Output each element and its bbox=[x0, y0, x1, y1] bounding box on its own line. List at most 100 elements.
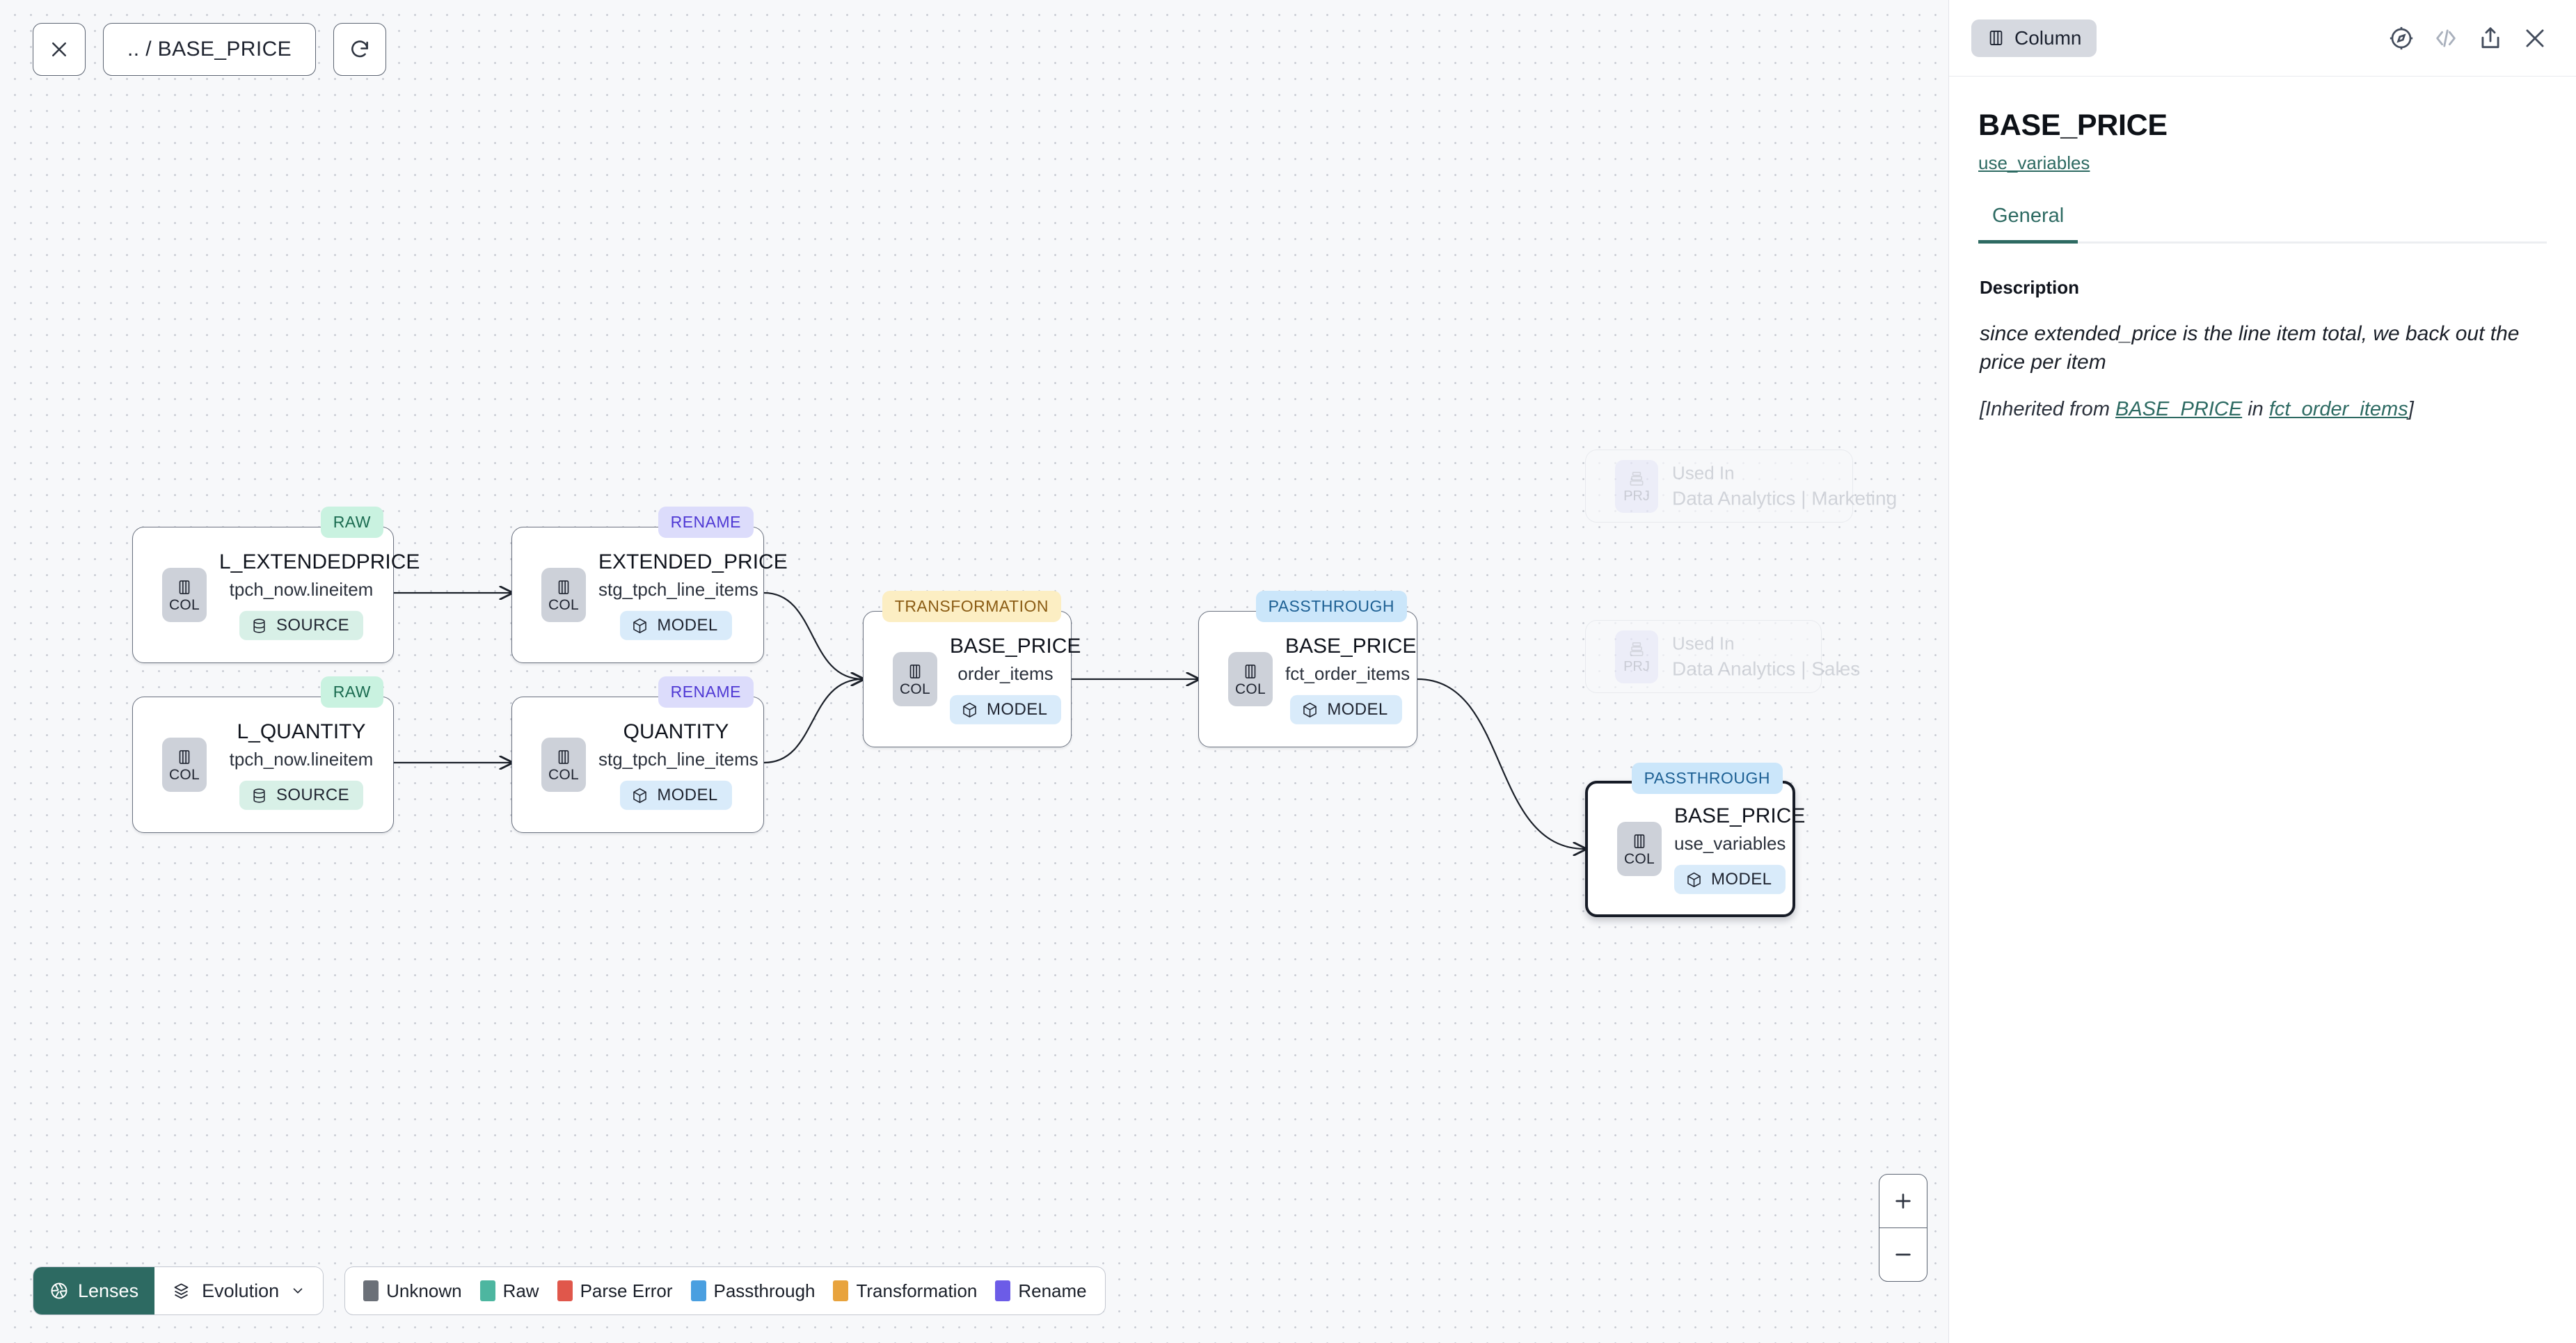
cube-icon bbox=[963, 702, 976, 717]
legend-item-passthrough[interactable]: Passthrough bbox=[690, 1280, 815, 1302]
entity-type-label: Column bbox=[2014, 26, 2082, 49]
zoom-in-button[interactable] bbox=[1879, 1175, 1927, 1227]
node-tag-base_price_fct_order_items: PASSTHROUGH bbox=[1255, 591, 1407, 622]
page-title: BASE_PRICE bbox=[1978, 109, 2168, 142]
refresh-button[interactable] bbox=[333, 23, 387, 76]
legend-label: Rename bbox=[1018, 1280, 1087, 1301]
share-icon[interactable] bbox=[2477, 25, 2504, 51]
project-icon bbox=[1630, 642, 1644, 656]
legend-label: Transformation bbox=[856, 1280, 978, 1301]
inherited-column-link[interactable]: BASE_PRICE bbox=[2115, 397, 2243, 420]
col-badge: COL bbox=[541, 738, 586, 792]
legend-item-parse-error[interactable]: Parse Error bbox=[557, 1280, 673, 1302]
close-icon[interactable] bbox=[2522, 25, 2548, 51]
col-badge: COL bbox=[1617, 822, 1662, 876]
col-badge-label: COL bbox=[1623, 850, 1655, 867]
legend-label: Parse Error bbox=[580, 1280, 673, 1301]
lenses-button[interactable]: Lenses bbox=[33, 1267, 155, 1314]
code-icon[interactable] bbox=[2433, 25, 2459, 51]
compass-icon[interactable] bbox=[2388, 25, 2415, 51]
legend-swatch bbox=[690, 1280, 706, 1301]
node-kind-wrap: SOURCE bbox=[219, 602, 383, 641]
node-tag-base_price_order_items: TRANSFORMATION bbox=[882, 591, 1061, 622]
prj-badge: PRJ bbox=[1615, 459, 1658, 513]
column-icon bbox=[558, 580, 569, 594]
ghost-node-caption: Used In bbox=[1672, 462, 1735, 484]
layers-icon bbox=[174, 1282, 189, 1298]
node-tag-extended_price: RENAME bbox=[658, 507, 754, 538]
entity-type-chip[interactable]: Column bbox=[1971, 19, 2097, 57]
node-title: L_EXTENDEDPRICE bbox=[219, 550, 420, 573]
breadcrumb[interactable]: .. / BASE_PRICE bbox=[103, 23, 317, 76]
inherited-model-link[interactable]: fct_order_items bbox=[2268, 397, 2408, 420]
node-title: BASE_PRICE bbox=[1674, 804, 1806, 827]
column-icon bbox=[179, 749, 190, 764]
node-kind-wrap: SOURCE bbox=[219, 772, 383, 811]
legend-item-raw[interactable]: Raw bbox=[479, 1280, 539, 1302]
inherited-middle: in bbox=[2242, 397, 2269, 420]
node-title: EXTENDED_PRICE bbox=[598, 550, 788, 573]
parent-model-link-wrap: use_variables bbox=[1949, 143, 2576, 174]
inherited-suffix: ] bbox=[2408, 397, 2414, 420]
node-kind-badge: MODEL bbox=[620, 611, 732, 641]
legend-item-transformation[interactable]: Transformation bbox=[833, 1280, 977, 1302]
legend-swatch bbox=[557, 1280, 573, 1301]
node-kind-badge: SOURCE bbox=[239, 781, 364, 811]
legend-label: Unknown bbox=[386, 1280, 462, 1301]
tab-general[interactable]: General bbox=[1978, 205, 2078, 244]
node-tag-l_quantity: RAW bbox=[320, 676, 383, 708]
col-badge: COL bbox=[162, 738, 207, 792]
node-title: BASE_PRICE bbox=[1285, 634, 1417, 658]
description-section: Description since extended_price is the … bbox=[1949, 244, 2576, 423]
legend-item-unknown[interactable]: Unknown bbox=[363, 1280, 462, 1302]
legend-swatch bbox=[833, 1280, 849, 1301]
node-subtitle: tpch_now.lineitem bbox=[229, 749, 374, 770]
parent-model-link[interactable]: use_variables bbox=[1978, 152, 2090, 173]
evolution-dropdown[interactable]: Evolution bbox=[154, 1267, 324, 1314]
node-kind-badge: MODEL bbox=[950, 695, 1062, 725]
column-icon bbox=[179, 580, 190, 594]
node-title: L_QUANTITY bbox=[237, 720, 366, 743]
col-badge-label: COL bbox=[1234, 681, 1266, 697]
chevron-down-icon bbox=[293, 1288, 303, 1294]
description-label: Description bbox=[1980, 277, 2080, 298]
zoom-controls bbox=[1879, 1174, 1927, 1282]
panel-header: Column bbox=[1949, 0, 2576, 77]
node-kind-label: MODEL bbox=[1711, 870, 1772, 889]
minus-icon bbox=[1895, 1253, 1911, 1256]
col-badge: COL bbox=[541, 568, 586, 622]
zoom-out-button[interactable] bbox=[1879, 1228, 1927, 1281]
close-lineage-button[interactable] bbox=[33, 23, 86, 76]
node-kind-badge: MODEL bbox=[1674, 865, 1786, 895]
details-panel: Column bbox=[1948, 0, 2576, 1343]
prj-badge: PRJ bbox=[1615, 630, 1658, 683]
col-badge: COL bbox=[893, 652, 937, 706]
cube-icon bbox=[1687, 872, 1701, 887]
inherited-prefix: [Inherited from bbox=[1980, 397, 2116, 420]
col-badge: COL bbox=[162, 568, 207, 622]
col-badge-label: COL bbox=[548, 596, 580, 613]
ghost-node-caption: Used In bbox=[1672, 633, 1735, 654]
legend-item-rename[interactable]: Rename bbox=[995, 1280, 1087, 1302]
lineage-edge-5 bbox=[1417, 678, 1585, 849]
node-kind-label: MODEL bbox=[657, 616, 718, 635]
